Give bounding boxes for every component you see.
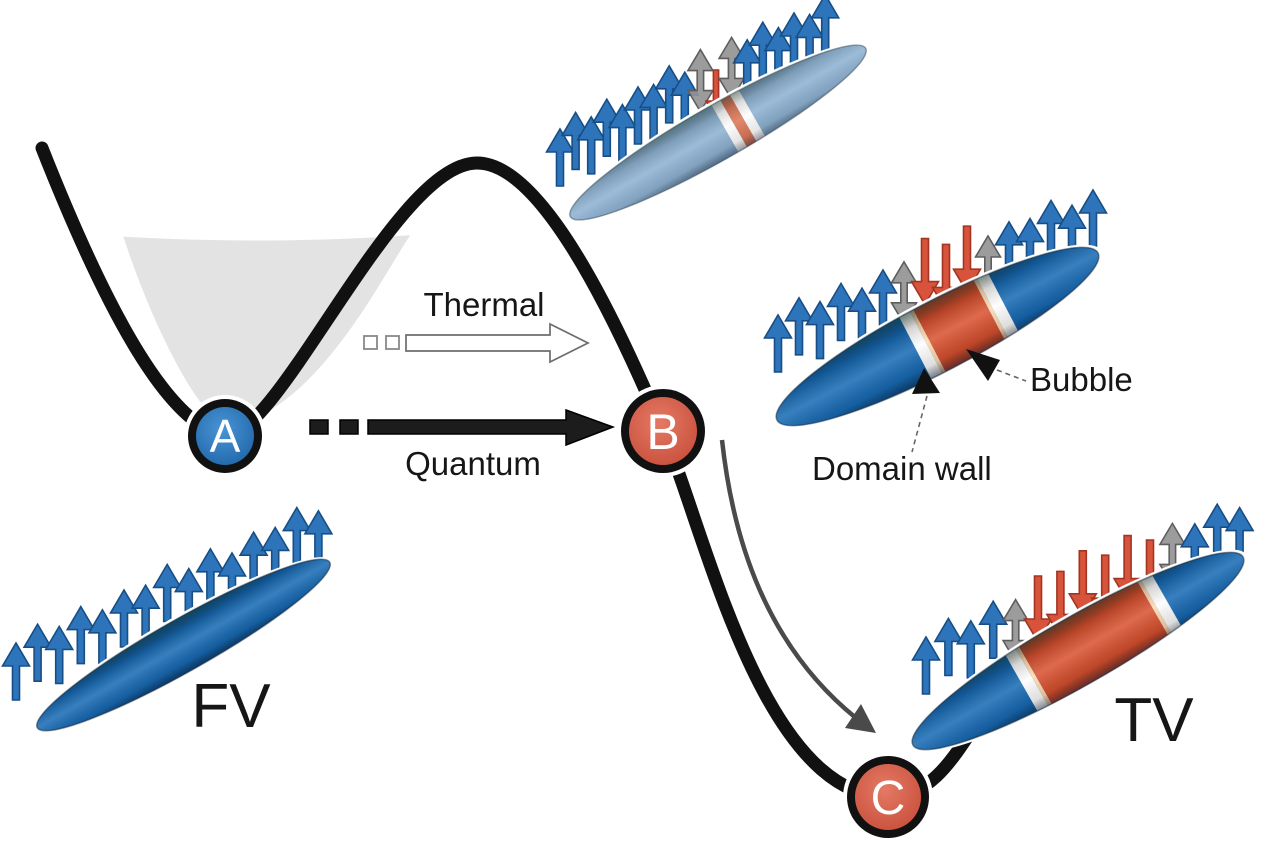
spin-arrow-blue-up: [281, 506, 312, 566]
spin-arrow-gray-updown: [717, 35, 746, 101]
bubble-pointer: [966, 349, 1027, 382]
tv-ellipsoid: [896, 527, 1260, 775]
seed-ellipsoid: [556, 24, 880, 241]
spin-arrow-red-down: [1067, 549, 1098, 619]
thermal-arrow-dash: [385, 335, 400, 350]
false-vacuum-label: FV: [191, 672, 271, 741]
domain-wall-pointer-arrowhead: [912, 368, 940, 394]
spin-arrow-blue-up: [152, 562, 183, 623]
rolldown-arrowhead: [845, 704, 876, 733]
spin-arrow-blue-up: [978, 599, 1009, 660]
thermal-arrow-shape: [405, 322, 590, 364]
thermal-arrow: [363, 322, 590, 364]
spin-arrow-blue-up: [810, 0, 841, 53]
quantum-arrow: [309, 408, 616, 447]
spin-arrow-blue-up: [65, 605, 96, 665]
spin-arrow-blue-up: [109, 588, 139, 648]
spin-arrow-blue-up: [591, 97, 622, 157]
fv-ellipsoid: [24, 539, 343, 751]
seed-spin-row: [545, 0, 841, 187]
node-C: C: [843, 752, 933, 842]
domain-wall-pointer: [911, 368, 940, 453]
spin-arrow-blue-up: [22, 622, 53, 683]
rolldown-arrow: [719, 439, 876, 733]
node-A: A: [184, 395, 266, 477]
thermal-label: Thermal: [423, 286, 544, 323]
spin-arrow-red-down: [910, 237, 940, 307]
spin-arrow-blue-up: [576, 115, 607, 175]
spin-arrow-blue-up: [654, 64, 685, 124]
spin-arrow-blue-up: [805, 300, 835, 360]
bubble-pointer-arrowhead: [966, 349, 1000, 381]
quantum-arrow-dash: [309, 419, 329, 435]
bubble-label: Bubble: [1030, 361, 1133, 398]
node-B-letter: B: [646, 404, 679, 460]
spin-arrow-blue-up: [763, 313, 793, 373]
spin-arrow-blue-up: [1078, 188, 1108, 248]
node-A-letter: A: [210, 410, 241, 462]
node-C-letter: C: [871, 772, 906, 825]
spin-arrow-blue-up: [545, 127, 575, 187]
domain-wall-label: Domain wall: [812, 450, 992, 487]
quantum-arrow-shape: [367, 408, 616, 447]
spin-arrow-blue-up: [955, 619, 986, 679]
spin-arrow-blue-up: [44, 624, 75, 685]
spin-arrow-blue-up: [826, 281, 856, 342]
quantum-label: Quantum: [405, 445, 541, 482]
thermal-arrow-dash: [363, 335, 378, 350]
fv-spin-row: [1, 506, 334, 701]
spin-arrow-blue-up: [1, 641, 31, 701]
spin-arrow-blue-up: [911, 635, 941, 695]
true-vacuum-label: TV: [1114, 686, 1194, 755]
node-B: B: [617, 385, 709, 477]
spin-arrow-blue-up: [560, 110, 591, 171]
bubble-ellipsoid: [760, 221, 1115, 452]
spin-arrow-gray-updown: [686, 48, 715, 114]
quantum-arrow-dash: [339, 419, 359, 435]
spin-arrow-blue-up: [933, 616, 964, 677]
spin-arrow-blue-up: [784, 296, 814, 356]
spin-arrow-red-down: [952, 225, 982, 294]
